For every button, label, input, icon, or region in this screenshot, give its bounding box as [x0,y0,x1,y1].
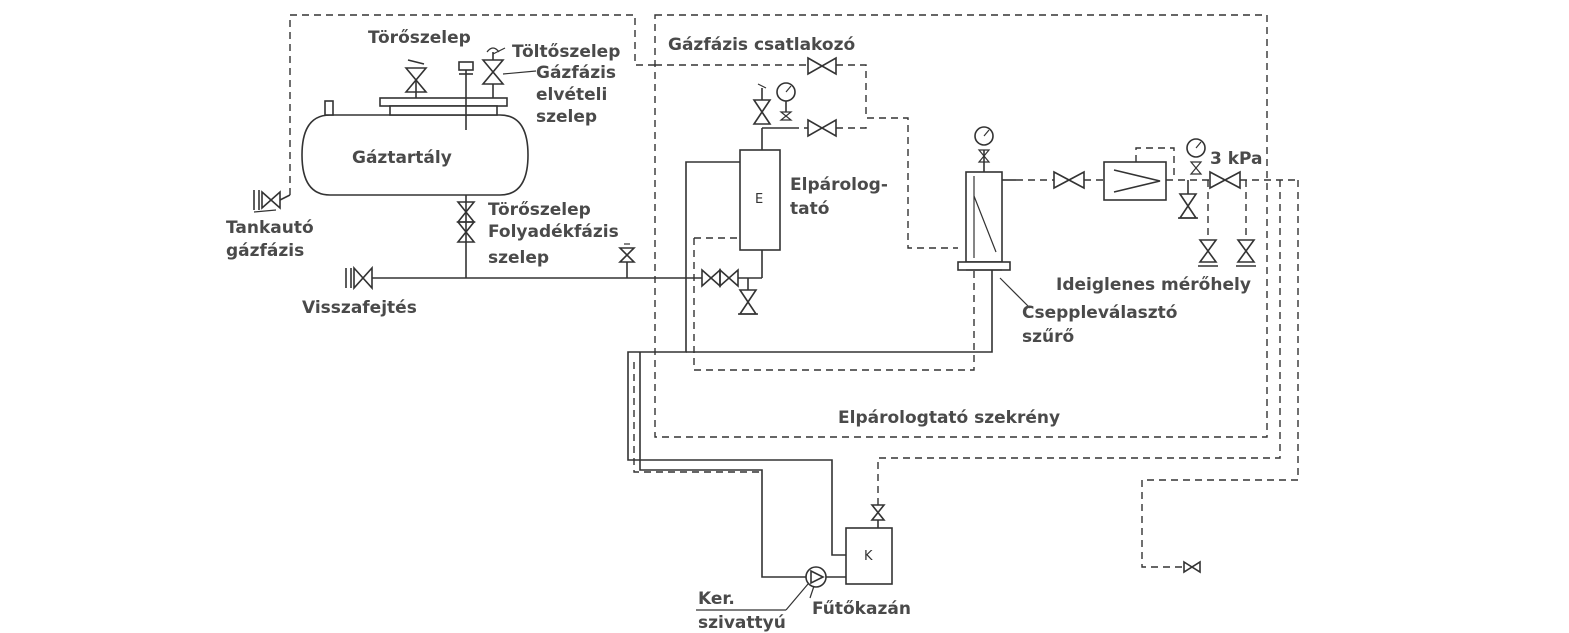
liquid-valve-icon [456,221,476,243]
small-relief-valve-icon [618,243,636,278]
gas-phase-valve-icon [807,56,837,76]
liquid-phase-valve-label-2: szelep [488,248,549,268]
main-outlet-valve-icon [1209,170,1241,190]
pressure-3kpa-label: 3 kPa [1210,149,1263,169]
evaporator-body [739,149,781,251]
heating-boiler-body [845,527,893,585]
separator-pressure-gauge-icon [974,126,994,163]
gas-tank-label: Gáztartály [352,148,452,168]
fill-valve-label: Töltőszelep [512,42,620,62]
gas-takeoff-valve-label-3: szelep [536,107,597,127]
reverse-pumping-connection-icon [345,265,373,291]
tanker-label-2: gázfázis [226,241,304,261]
liquid-phase-valve-label-1: Folyadékfázis [488,222,619,242]
separator-filter-label-1: Cseppleválasztó [1022,303,1178,323]
low-pressure-gauge-icon [1186,138,1206,175]
evaporator-gas-valve-icon [807,118,837,138]
evaporator-label-1: Elpárolog- [790,175,888,195]
reverse-pumping-label: Visszafejtés [302,298,417,318]
relief-valve-bottom-label: Törőszelep [488,200,591,220]
tanker-label-1: Tankautó [226,218,314,238]
boiler-letter: K [864,549,873,564]
gas-takeoff-valve-label-2: elvételi [536,85,607,105]
relief-valve-top-icon [404,59,428,98]
temporary-measuring-valve-2-icon [1236,239,1256,267]
end-valve-icon [1183,560,1201,574]
heating-boiler-label: Fűtőkazán [812,599,911,619]
regulator-drain-valve-icon [1178,193,1198,219]
evaporator-relief-valve-icon [752,83,772,125]
outlet-valve-icon [1053,170,1085,190]
temporary-measuring-point-label: Ideiglenes mérőhely [1056,275,1251,295]
circulation-pump-icon [805,566,827,588]
evaporator-pressure-gauge-icon [776,82,796,121]
temporary-measuring-valve-1-icon [1198,239,1218,267]
circulation-pump-label-2: szivattyú [698,613,786,633]
circulation-pump-label-1: Ker. [698,589,735,609]
tanker-gas-connection-icon [253,190,291,210]
evaporator-label-2: tató [790,199,829,219]
boiler-feed-valve-icon [870,504,886,521]
gas-tank [301,61,529,196]
evaporator-inlet-valve-icon [701,268,739,288]
drain-valve-icon [738,289,758,315]
evaporator-letter: E [755,192,763,207]
separator-filter-label-2: szűrő [1022,327,1074,347]
gas-phase-connector-label: Gázfázis csatlakozó [668,35,855,55]
pressure-regulator [1103,147,1175,201]
fill-valve-icon [481,47,505,98]
relief-valve-top-label: Törőszelep [368,28,471,48]
evaporator-cabinet-outline [654,14,1268,438]
droplet-separator-filter [957,171,1011,271]
gas-takeoff-valve-label-1: Gázfázis [536,63,616,83]
evaporator-cabinet-label: Elpárologtató szekrény [838,408,1060,428]
